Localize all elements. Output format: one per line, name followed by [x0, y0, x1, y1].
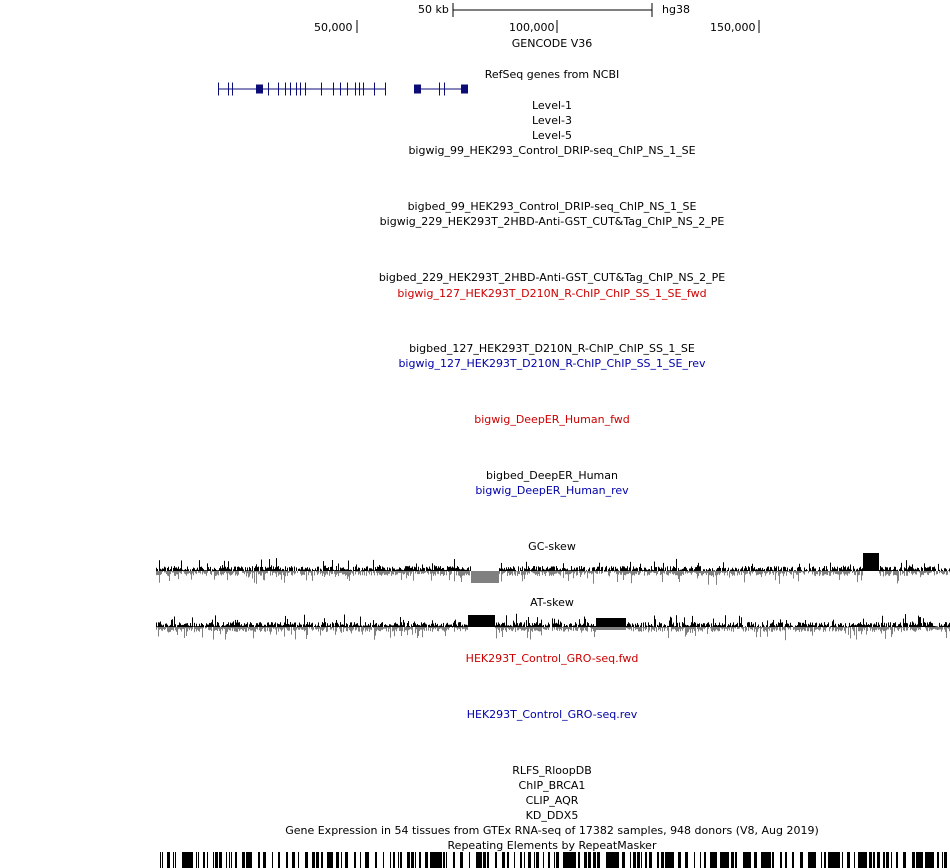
track-label-rchip-rev[interactable]: bigwig_127_HEK293T_D210N_R-ChIP_ChIP_SS_… — [398, 357, 706, 370]
exon — [355, 82, 356, 96]
exon — [218, 82, 219, 96]
track-label-cuttag-bigbed[interactable]: bigbed_229_HEK293T_2HBD-Anti-GST_CUT&Tag… — [378, 271, 726, 284]
track-label-chip-brca1[interactable]: ChIP_BRCA1 — [518, 779, 586, 792]
track-label-deeper-fwd[interactable]: bigwig_DeepER_Human_fwd — [474, 413, 630, 426]
exon — [321, 82, 322, 96]
exon — [414, 84, 421, 94]
at-skew-signal[interactable] — [156, 607, 950, 651]
track-label-gtex[interactable]: Gene Expression in 54 tissues from GTEx … — [285, 824, 819, 837]
position-label-150000: 150,000 — [710, 21, 756, 34]
track-label-level-5[interactable]: Level-5 — [531, 129, 572, 142]
exon — [444, 82, 445, 96]
exon — [363, 82, 364, 96]
track-label-rchip-fwd[interactable]: bigwig_127_HEK293T_D210N_R-ChIP_ChIP_SS_… — [397, 287, 707, 300]
exon — [290, 82, 291, 96]
position-label-100000: 100,000 — [509, 21, 555, 34]
gc-skew-signal[interactable] — [156, 551, 950, 595]
exon — [268, 82, 269, 96]
track-label-gc-skew[interactable]: GC-skew — [528, 540, 576, 553]
repeatmasker-elements[interactable] — [156, 852, 950, 868]
exon — [374, 82, 375, 96]
exon — [359, 82, 360, 96]
exon — [285, 82, 286, 96]
exon — [278, 82, 279, 96]
track-label-refseq[interactable]: RefSeq genes from NCBI — [484, 68, 620, 81]
exon — [340, 82, 341, 96]
track-label-deeper-rev[interactable]: bigwig_DeepER_Human_rev — [475, 484, 629, 497]
track-label-level-3[interactable]: Level-3 — [531, 114, 572, 127]
track-label-gro-seq-rev[interactable]: HEK293T_Control_GRO-seq.rev — [466, 708, 638, 721]
refseq-gene-models[interactable] — [0, 70, 950, 110]
track-label-drip-seq-bigwig[interactable]: bigwig_99_HEK293_Control_DRIP-seq_ChIP_N… — [408, 144, 696, 157]
exon — [228, 82, 229, 96]
gene-model-2[interactable] — [414, 82, 468, 96]
exon — [256, 84, 263, 94]
track-label-at-skew[interactable]: AT-skew — [530, 596, 574, 609]
gene-model-1[interactable] — [218, 82, 386, 96]
position-label-50000: 50,000 — [314, 21, 353, 34]
track-label-deeper-bigbed[interactable]: bigbed_DeepER_Human — [485, 469, 618, 482]
track-label-clip-aqr[interactable]: CLIP_AQR — [525, 794, 579, 807]
track-label-rlfs-rloopdb[interactable]: RLFS_RloopDB — [512, 764, 592, 777]
exon — [439, 82, 440, 96]
track-label-drip-seq-bigbed[interactable]: bigbed_99_HEK293_Control_DRIP-seq_ChIP_N… — [407, 200, 697, 213]
exon — [385, 82, 386, 96]
track-label-kd-ddx5[interactable]: KD_DDX5 — [525, 809, 579, 822]
exon — [461, 84, 468, 94]
exon — [347, 82, 348, 96]
exon — [300, 82, 301, 96]
track-label-gro-seq-fwd[interactable]: HEK293T_Control_GRO-seq.fwd — [465, 652, 639, 665]
track-label-cuttag-bigwig[interactable]: bigwig_229_HEK293T_2HBD-Anti-GST_CUT&Tag… — [379, 215, 725, 228]
assembly-label: hg38 — [662, 3, 690, 16]
exon — [333, 82, 334, 96]
base-position-ruler — [356, 3, 760, 33]
track-label-gencode[interactable]: GENCODE V36 — [511, 37, 593, 50]
track-label-repeatmasker[interactable]: Repeating Elements by RepeatMasker — [447, 839, 657, 852]
track-label-level-1[interactable]: Level-1 — [531, 99, 572, 112]
exon — [232, 82, 233, 96]
exon — [296, 82, 297, 96]
scale-bar-label: 50 kb — [418, 3, 449, 16]
exon — [305, 82, 306, 96]
track-label-rchip-bigbed[interactable]: bigbed_127_HEK293T_D210N_R-ChIP_ChIP_SS_… — [409, 342, 695, 355]
